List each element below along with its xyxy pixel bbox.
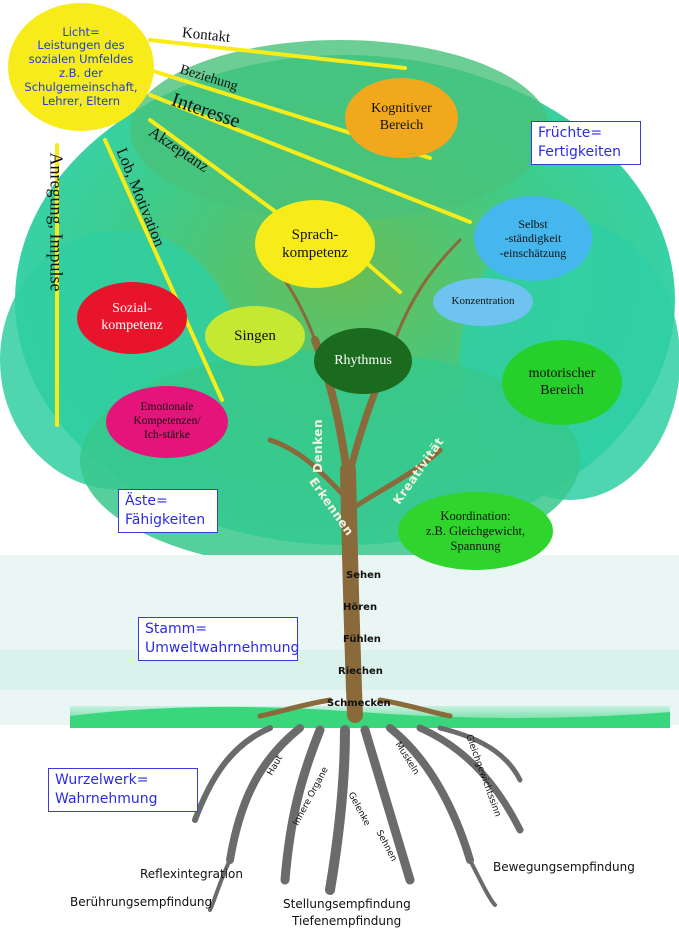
ground	[0, 555, 679, 728]
fruit-rhythmus-label: Rhythmus	[334, 352, 392, 368]
fruit-konzentration-label: Konzentration	[451, 295, 515, 308]
fruit-koordination-label: Koordination: z.B. Gleichgewicht, Spannu…	[425, 508, 526, 553]
label-beruehrungsempfindung: Berührungsempfindung	[70, 895, 213, 909]
sense-riechen: Riechen	[338, 666, 383, 677]
label-stamm: Stamm= Umweltwahrnehmung	[138, 617, 299, 661]
label-fruechte: Früchte= Fertigkeiten	[531, 121, 641, 165]
fruit-selbststaendigkeit: Selbst -ständigkeit -einschätzung	[474, 196, 592, 281]
fruit-emotional-label: Emotionale Kompetenzen/ Ich-stärke	[133, 401, 201, 441]
ray-label-anregung: Anregung, Impulse	[46, 152, 67, 292]
fruit-motorischer-bereich: motorischer Bereich	[502, 340, 622, 425]
fruit-rhythmus: Rhythmus	[314, 328, 412, 394]
fruit-koordination: Koordination: z.B. Gleichgewicht, Spannu…	[398, 492, 553, 570]
fruit-sprachkompetenz: Sprach- kompetenz	[255, 200, 375, 288]
roots	[192, 724, 524, 912]
fruit-sozialkompetenz: Sozial- kompetenz	[77, 282, 187, 354]
label-stellungsempfindung: Stellungsempfindung	[283, 897, 411, 911]
fruit-motorisch-label: motorischer Bereich	[528, 365, 596, 398]
fruit-singen-label: Singen	[234, 328, 276, 344]
label-reflexintegration: Reflexintegration	[140, 867, 243, 881]
label-tiefenempfindung: Tiefenempfindung	[292, 914, 402, 928]
branch-label-denken: Denken	[311, 419, 325, 473]
fruit-kognitiv-label: Kognitiver Bereich	[371, 101, 432, 133]
sense-fuehlen: Fühlen	[343, 634, 381, 645]
sun: Licht= Leistungen des sozialen Umfeldes …	[8, 3, 154, 131]
label-aeste: Äste= Fähigkeiten	[118, 489, 218, 533]
label-bewegungsempfindung: Bewegungsempfindung	[493, 860, 635, 874]
fruit-selbst-label: Selbst -ständigkeit -einschätzung	[499, 216, 567, 260]
fruit-konzentration: Konzentration	[433, 278, 533, 326]
sense-hoeren: Hören	[343, 602, 378, 613]
fruit-kognitiv: Kognitiver Bereich	[345, 78, 458, 158]
fruit-sprach-label: Sprach- kompetenz	[282, 227, 348, 261]
label-wurzelwerk: Wurzelwerk= Wahrnehmung	[48, 768, 198, 812]
fruit-emotionale-kompetenzen: Emotionale Kompetenzen/ Ich-stärke	[106, 386, 228, 458]
sense-schmecken: Schmecken	[327, 698, 391, 709]
fruit-singen: Singen	[205, 306, 305, 366]
sense-sehen: Sehen	[346, 570, 382, 581]
fruit-sozial-label: Sozial- kompetenz	[101, 301, 163, 333]
sun-text: Licht= Leistungen des sozialen Umfeldes …	[24, 24, 138, 108]
